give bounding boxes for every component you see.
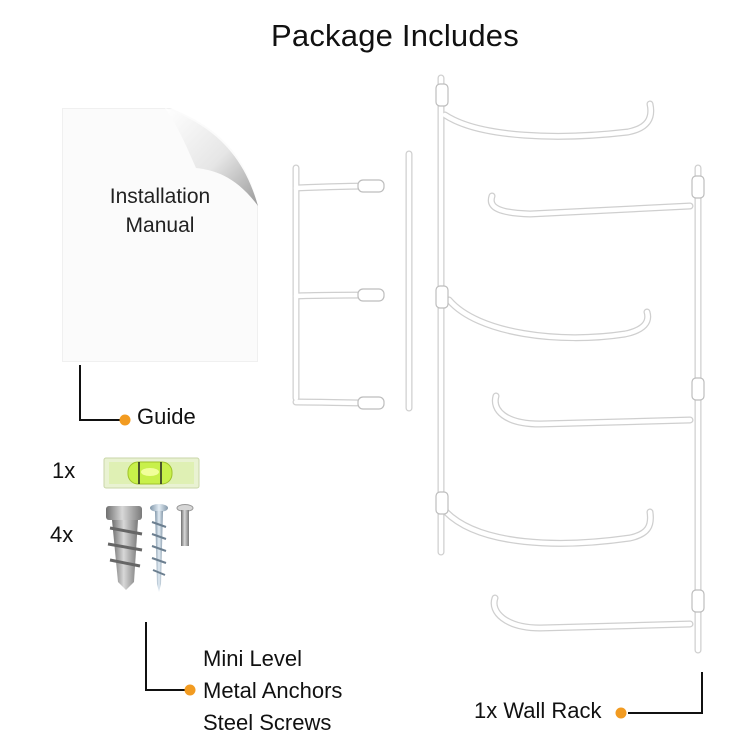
metal-anchors-label: Metal Anchors [203,678,343,703]
level-quantity: 1x [52,458,76,483]
wall-rack-label: 1x Wall Rack [474,698,602,723]
guide-connector [79,365,122,421]
mini-level-icon [103,457,200,489]
rack-connector [628,672,703,714]
rack-dot-icon [615,707,627,719]
metal-anchor-icon [106,506,143,590]
manual-title-line1: Installation [109,185,211,208]
steel-screw-icon [150,504,168,592]
hardware-connector [145,622,186,691]
page-title: Package Includes [271,18,519,53]
hardware-quantity: 4x [50,522,74,547]
short-screw-icon [176,504,194,546]
manual-title: Installation Manual [62,182,258,240]
hardware-labels: Mini Level Metal Anchors Steel Screws [203,643,342,739]
guide-dot-icon [119,414,131,426]
manual-title-line2: Manual [125,214,195,237]
steel-screws-label: Steel Screws [203,710,332,735]
mini-level-label: Mini Level [203,646,303,671]
hardware-dot-icon [184,684,196,696]
guide-label: Guide [137,404,196,429]
